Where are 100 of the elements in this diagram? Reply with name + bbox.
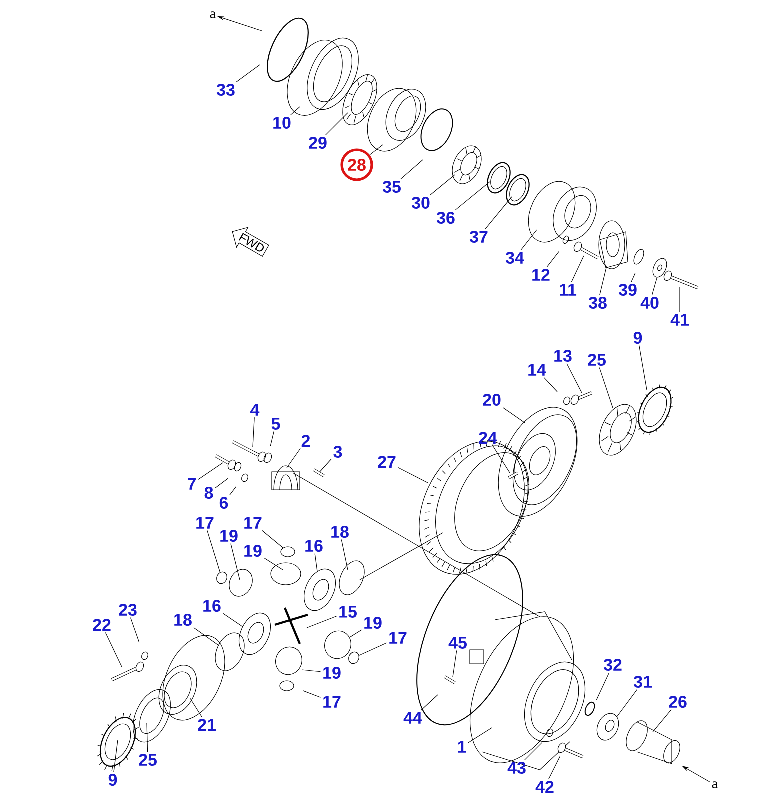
callout-number: 26 [669, 696, 687, 708]
callout-number: 27 [378, 456, 396, 468]
washer-drawing [652, 258, 668, 278]
callout-number: 16 [204, 600, 221, 612]
callout-number: 35 [382, 180, 401, 194]
callout-number: 32 [604, 658, 622, 672]
leader-line [571, 256, 584, 283]
leader-line [341, 540, 348, 570]
leader-line [468, 728, 492, 744]
leader-line [370, 144, 384, 156]
leader-line [230, 544, 240, 580]
leader-line [207, 530, 221, 573]
callout-number: 9 [108, 774, 118, 786]
reference-letter: a [712, 782, 718, 788]
callout-number: 30 [412, 196, 430, 210]
callout-number: 19 [324, 666, 341, 680]
leader-line [502, 408, 526, 424]
leader-line [455, 182, 490, 210]
callout-number: 19 [364, 616, 382, 630]
callout-number: 15 [340, 606, 357, 618]
callout-number: 29 [309, 136, 327, 150]
callout-number: 17 [324, 696, 341, 708]
leader-line [215, 478, 228, 488]
leader-line [639, 346, 648, 390]
callout-number: 7 [188, 478, 196, 490]
callout-number: 44 [404, 712, 422, 724]
circled-callout-number: 28 [340, 148, 374, 182]
leader-line [398, 467, 428, 484]
callout-number: 11 [560, 284, 577, 296]
leader-line [485, 196, 512, 230]
washer-drawing [348, 652, 360, 664]
leader-line [546, 251, 560, 268]
callout-number: 43 [508, 762, 526, 774]
callout-number: 19 [244, 544, 262, 558]
callout-number: 24 [479, 432, 498, 444]
leader-line [236, 64, 260, 82]
callout-number: 19 [220, 530, 238, 542]
callout-number: 20 [483, 394, 501, 406]
callout-number: 5 [272, 418, 280, 430]
callout-number: 14 [528, 364, 546, 376]
leader-line [270, 431, 274, 447]
leader-line [520, 230, 538, 250]
leader-line [544, 377, 558, 392]
leader-line [303, 690, 322, 698]
callout-number: 12 [532, 269, 550, 281]
leader-line [596, 672, 610, 700]
callout-number: 31 [634, 676, 652, 688]
leader-line [492, 445, 510, 474]
leader-line [430, 174, 456, 196]
leader-line [252, 417, 255, 448]
callout-number: 45 [448, 637, 467, 649]
leader-line [105, 632, 122, 668]
callout-number: 41 [670, 314, 689, 326]
callout-number: 23 [119, 604, 137, 616]
leader-line [452, 650, 458, 678]
leader-line [286, 448, 301, 468]
washer-drawing [280, 546, 296, 558]
callout-number: 13 [554, 350, 572, 362]
callout-number: 37 [470, 230, 488, 244]
leader-line [652, 710, 672, 732]
leader-line [114, 740, 118, 772]
callout-number: 1 [458, 741, 466, 753]
gear-drawing [304, 568, 336, 612]
callout-number: 25 [139, 754, 157, 766]
callout-number: 33 [216, 84, 235, 96]
leader-line [400, 160, 424, 180]
callout-number: 9 [634, 332, 642, 344]
callout-number: 18 [332, 526, 349, 538]
leader-line [194, 628, 218, 646]
callout-number: 42 [536, 781, 554, 793]
leader-line [302, 670, 322, 672]
leader-line [222, 613, 244, 628]
leader-line [264, 558, 284, 570]
leader-line [599, 368, 614, 408]
leader-line [566, 364, 582, 394]
callout-number: 2 [302, 435, 310, 447]
reference-letter: a [210, 12, 216, 18]
callout-number: 3 [334, 446, 342, 458]
callout-number: 6 [220, 496, 228, 510]
leader-line [652, 277, 658, 296]
callout-number: 38 [588, 296, 607, 310]
callout-number: 25 [588, 354, 606, 366]
leader-line [230, 486, 237, 496]
callout-number: 36 [436, 212, 455, 224]
callout-number: 17 [196, 517, 214, 529]
callout-number: 17 [244, 517, 262, 529]
leader-line [320, 458, 332, 472]
callout-number: 8 [204, 486, 214, 500]
leader-line [306, 616, 338, 628]
callout-number: 10 [274, 116, 291, 130]
callout-number: 21 [198, 719, 216, 731]
leader-line [359, 642, 388, 656]
leader-line [130, 618, 140, 643]
leader-line [262, 530, 284, 548]
yoke-drawing [598, 220, 626, 270]
leader-line [600, 266, 607, 296]
leader-line [421, 694, 438, 711]
leader-line [190, 698, 202, 718]
leader-line [326, 112, 348, 136]
callout-number: 16 [306, 540, 323, 552]
